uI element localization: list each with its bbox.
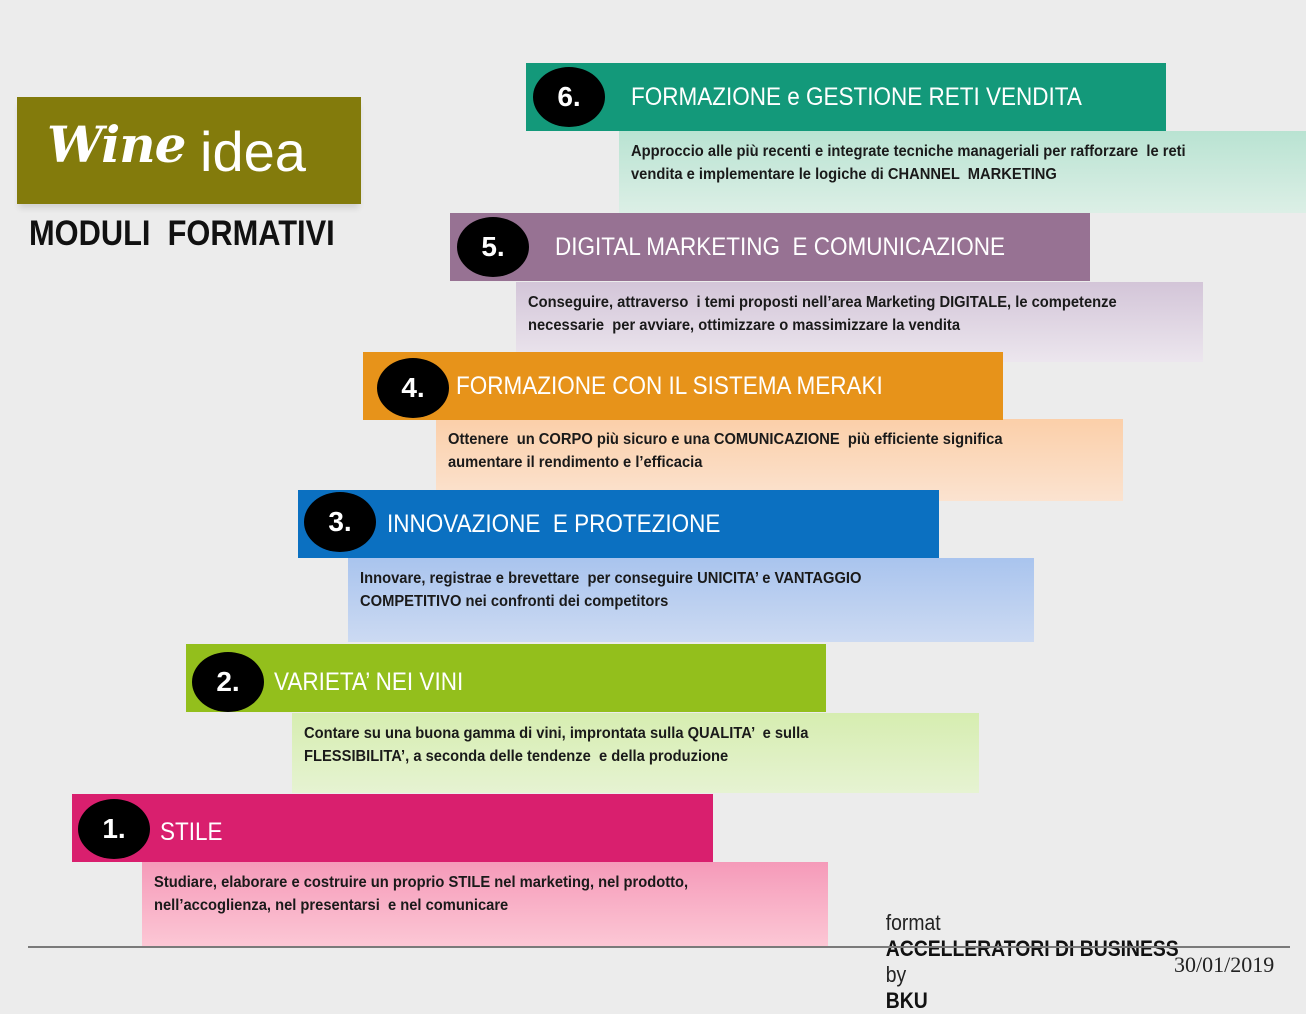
- step-1-title: STILE: [160, 818, 223, 846]
- step-4-title: FORMAZIONE CON IL SISTEMA MERAKI: [456, 372, 883, 400]
- step-2-title: VARIETA’ NEI VINI: [274, 668, 464, 696]
- step-4-number-badge: 4.: [377, 358, 449, 418]
- step-3-number: 3.: [328, 506, 352, 537]
- step-6-header: 6. FORMAZIONE e GESTIONE RETI VENDITA: [526, 63, 1166, 131]
- step-3-description: Innovare, registrae e brevettare per con…: [348, 558, 1034, 642]
- footer-divider: [28, 946, 1290, 948]
- page-title: MODULI FORMATIVI: [29, 214, 335, 253]
- step-1-desc-line1: Studiare, elaborare e costruire un propr…: [154, 874, 689, 891]
- step-3-desc-line2: COMPETITIVO nei confronti dei competitor…: [360, 593, 669, 610]
- step-5-desc-line1: Conseguire, attraverso i temi proposti n…: [528, 294, 1117, 311]
- step-1-header: 1. STILE: [72, 794, 713, 862]
- step-5-number: 5.: [481, 231, 505, 262]
- step-2-number-badge: 2.: [192, 652, 264, 712]
- step-6-desc-line2: vendita e implementare le logiche di CHA…: [631, 166, 1057, 183]
- step-2-header: 2. VARIETA’ NEI VINI: [186, 644, 826, 712]
- step-6-description: Approccio alle più recenti e integrate t…: [619, 131, 1306, 213]
- step-6-number-badge: 6.: [533, 67, 605, 127]
- wine-idea-logo: Wine idea: [17, 97, 361, 204]
- step-6-title: FORMAZIONE e GESTIONE RETI VENDITA: [631, 83, 1082, 111]
- step-5-header: 5. DIGITAL MARKETING E COMUNICAZIONE: [450, 213, 1090, 281]
- step-4-description: Ottenere un CORPO più sicuro e una COMUN…: [436, 419, 1123, 501]
- step-3-desc-line1: Innovare, registrae e brevettare per con…: [360, 570, 862, 587]
- step-1-number-badge: 1.: [78, 799, 150, 859]
- step-1-description: Studiare, elaborare e costruire un propr…: [142, 862, 828, 946]
- format-by: by: [885, 962, 907, 987]
- step-1-number: 1.: [102, 813, 126, 844]
- step-5-description: Conseguire, attraverso i temi proposti n…: [516, 282, 1203, 362]
- step-4-desc-line2: aumentare il rendimento e l’efficacia: [448, 454, 703, 471]
- step-2-desc-line2: FLESSIBILITA’, a seconda delle tendenze …: [304, 748, 729, 765]
- format-name: ACCELLERATORI DI BUSINESS: [885, 936, 1179, 961]
- format-prefix: format: [885, 910, 941, 935]
- step-2-number: 2.: [216, 666, 240, 697]
- step-3-title: INNOVAZIONE E PROTEZIONE: [387, 510, 721, 538]
- step-1-desc-line2: nell’accoglienza, nel presentarsi e nel …: [154, 897, 509, 914]
- format-brand: BKU: [885, 988, 928, 1013]
- logo-idea-text: idea: [200, 120, 306, 183]
- footer-date: 30/01/2019: [1174, 952, 1275, 977]
- format-credit: format ACCELLERATORI DI BUSINESS by BKU: [875, 884, 1179, 1014]
- step-3-number-badge: 3.: [304, 492, 376, 552]
- step-4-number: 4.: [401, 372, 425, 403]
- step-6-number: 6.: [557, 81, 581, 112]
- step-3-header: 3. INNOVAZIONE E PROTEZIONE: [298, 490, 939, 558]
- step-4-header: 4. FORMAZIONE CON IL SISTEMA MERAKI: [363, 352, 1003, 420]
- step-4-desc-line1: Ottenere un CORPO più sicuro e una COMUN…: [448, 431, 1003, 448]
- step-2-desc-line1: Contare su una buona gamma di vini, impr…: [304, 725, 809, 742]
- step-5-desc-line2: necessarie per avviare, ottimizzare o ma…: [528, 317, 961, 334]
- step-2-description: Contare su una buona gamma di vini, impr…: [292, 713, 979, 793]
- step-5-title: DIGITAL MARKETING E COMUNICAZIONE: [555, 233, 1006, 261]
- logo-wine-text: Wine: [47, 115, 186, 174]
- step-6-desc-line1: Approccio alle più recenti e integrate t…: [631, 143, 1186, 160]
- step-5-number-badge: 5.: [457, 217, 529, 277]
